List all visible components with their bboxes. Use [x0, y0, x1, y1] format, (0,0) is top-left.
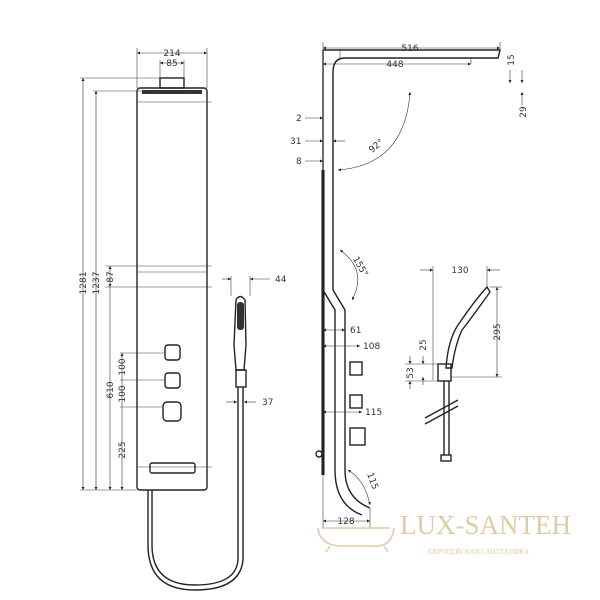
- side-hose: [443, 381, 450, 455]
- dim-spacing-2: 100: [118, 385, 128, 402]
- dim-bottom-depth: 128: [337, 517, 354, 527]
- top-nozzle: [159, 77, 185, 89]
- watermark-tagline: ЕВРОПЕЙСКАЯ САНТЕХНИКА: [428, 548, 529, 556]
- watermark: LUX-SANTEH ЕВРОПЕЙСКАЯ САНТЕХНИКА: [317, 510, 571, 556]
- panel-body: [136, 87, 208, 491]
- hose: [151, 387, 239, 586]
- dim-holder: 25: [419, 339, 429, 350]
- dim-arm-total: 516: [401, 44, 418, 54]
- dim-width-total: 214: [163, 49, 180, 59]
- dim-offset: 8: [296, 157, 302, 167]
- dim-controls: 610: [106, 381, 116, 398]
- dim-head-drop: 29: [519, 106, 529, 118]
- dim-arm-head: 448: [386, 60, 403, 70]
- overhead-shower-slot: [142, 90, 202, 94]
- dim-head-width: 44: [275, 275, 287, 285]
- side-thermostat: [349, 427, 366, 446]
- dim-height-total: 1281: [79, 272, 89, 295]
- dim-holder-total: 53: [406, 367, 416, 378]
- dim-spout: 115: [364, 472, 379, 492]
- dim-depth-upper: 61: [350, 326, 361, 336]
- hand-shower-spray-face: [237, 302, 244, 330]
- thermostat-knob: [162, 401, 182, 422]
- dim-arm-thickness: 15: [507, 54, 517, 65]
- watermark-brand: LUX-SANTEH: [400, 510, 571, 540]
- dim-width-nozzle: 85: [166, 59, 177, 69]
- dim-spacing-1: 100: [118, 358, 128, 375]
- side-holder: [437, 363, 452, 382]
- control-button-2: [164, 372, 181, 389]
- front-view: 214 85 1281 1237 87 610 100 100 225: [79, 48, 212, 491]
- dim-depth-thermostat: 115: [365, 408, 382, 418]
- wall-holder: [235, 369, 247, 388]
- column-outer: [322, 50, 363, 516]
- control-button-1: [164, 344, 181, 361]
- dim-reach: 130: [451, 266, 468, 276]
- dim-column-depth: 31: [290, 137, 301, 147]
- dim-bend-angle: 155°: [350, 255, 370, 279]
- hand-shower-side: 130 295 25 53: [405, 266, 503, 462]
- dim-holder-width: 37: [262, 398, 273, 408]
- dim-height-head: 1237: [92, 272, 102, 295]
- dim-bottom: 225: [118, 441, 128, 458]
- dim-arm-angle: 92°: [367, 138, 386, 156]
- bathtub-logo-icon: [317, 527, 395, 553]
- side-view: 516 448 15 29 2 31 8 92° 155° 61 108 115…: [290, 42, 529, 528]
- hand-shower-front: 44 37: [147, 275, 287, 591]
- dim-shelf: 87: [106, 271, 116, 282]
- dim-height: 295: [493, 323, 503, 340]
- dim-depth-controls: 108: [363, 342, 380, 352]
- side-button-1: [349, 361, 363, 376]
- bottom-tray: [149, 462, 196, 474]
- dim-wall-gap: 2: [296, 114, 302, 124]
- hand-shower-profile: [445, 285, 491, 369]
- side-button-2: [349, 394, 363, 409]
